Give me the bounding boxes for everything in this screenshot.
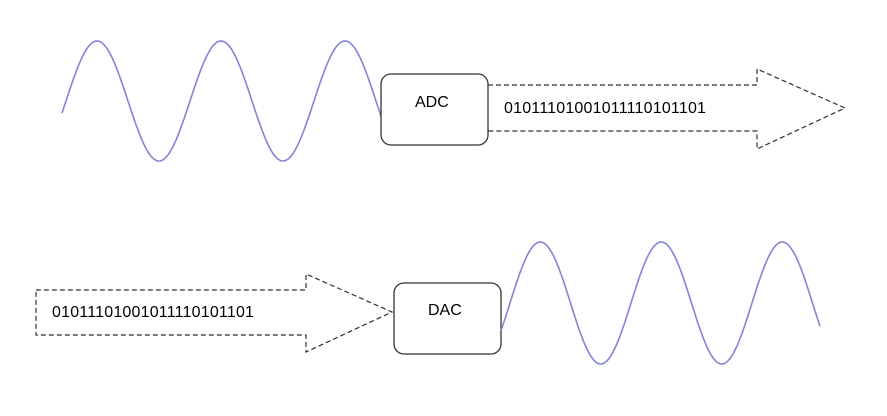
adc-box bbox=[380, 73, 489, 146]
adc-output-arrow bbox=[488, 68, 847, 150]
dac-input-bits: 0101110100101111010110​1 bbox=[52, 304, 254, 321]
adc-output-bits: 0101110100101111010110​1 bbox=[504, 100, 706, 117]
adc-label: ADC bbox=[415, 94, 449, 111]
dac-label: DAC bbox=[428, 302, 462, 319]
analog-input-wave bbox=[61, 40, 382, 162]
dac-box bbox=[393, 282, 502, 355]
analog-output-wave bbox=[500, 241, 821, 365]
dac-input-arrow bbox=[35, 273, 394, 353]
